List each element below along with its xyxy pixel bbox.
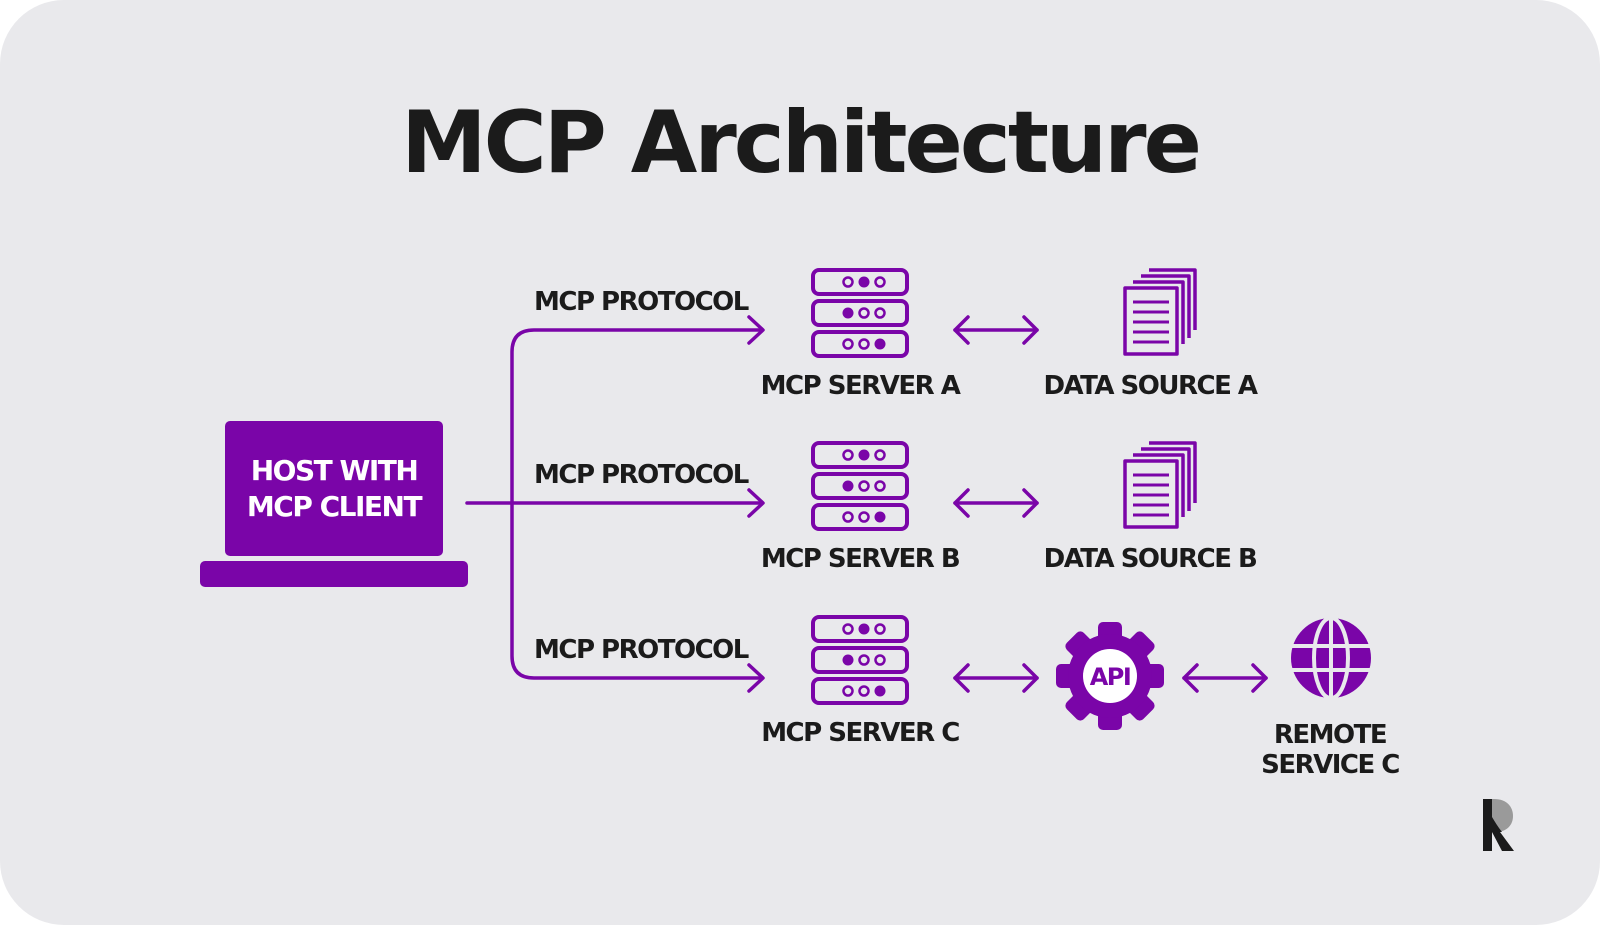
remote-service-line2: SERVICE C (1261, 750, 1400, 780)
host-label-line2: MCP CLIENT (246, 489, 423, 523)
server-label-c: MCP SERVER C (761, 718, 960, 748)
protocol-label-b: MCP PROTOCOL (534, 460, 749, 490)
logo-r-icon (1483, 799, 1514, 851)
server-icon (811, 268, 909, 358)
remote-service-label: REMOTE SERVICE C (1230, 720, 1430, 780)
protocol-label-c: MCP PROTOCOL (534, 635, 749, 665)
gear-api-icon: API (1056, 622, 1164, 730)
server-label-a: MCP SERVER A (760, 371, 961, 401)
protocol-connectors (465, 315, 765, 693)
double-arrow-icon (953, 488, 1039, 518)
data-source-label-b: DATA SOURCE B (1043, 544, 1258, 574)
server-icon (811, 441, 909, 531)
double-arrow-icon (953, 663, 1039, 693)
api-label: API (1090, 663, 1131, 691)
double-arrow-icon (1182, 663, 1268, 693)
data-source-label-a: DATA SOURCE A (1043, 371, 1258, 401)
documents-icon (1123, 441, 1197, 529)
page-title: MCP Architecture (401, 93, 1202, 193)
documents-icon (1123, 268, 1197, 356)
host-label-line1: HOST WITH (250, 453, 419, 487)
protocol-label-a: MCP PROTOCOL (534, 287, 749, 317)
globe-icon (1291, 616, 1371, 700)
server-label-b: MCP SERVER B (760, 544, 961, 574)
host-label: HOST WITH MCP CLIENT (246, 453, 423, 525)
remote-service-line1: REMOTE (1273, 720, 1388, 750)
double-arrow-icon (953, 315, 1039, 345)
laptop-base (200, 561, 468, 587)
laptop-icon: HOST WITH MCP CLIENT (225, 421, 443, 556)
server-icon (811, 615, 909, 705)
